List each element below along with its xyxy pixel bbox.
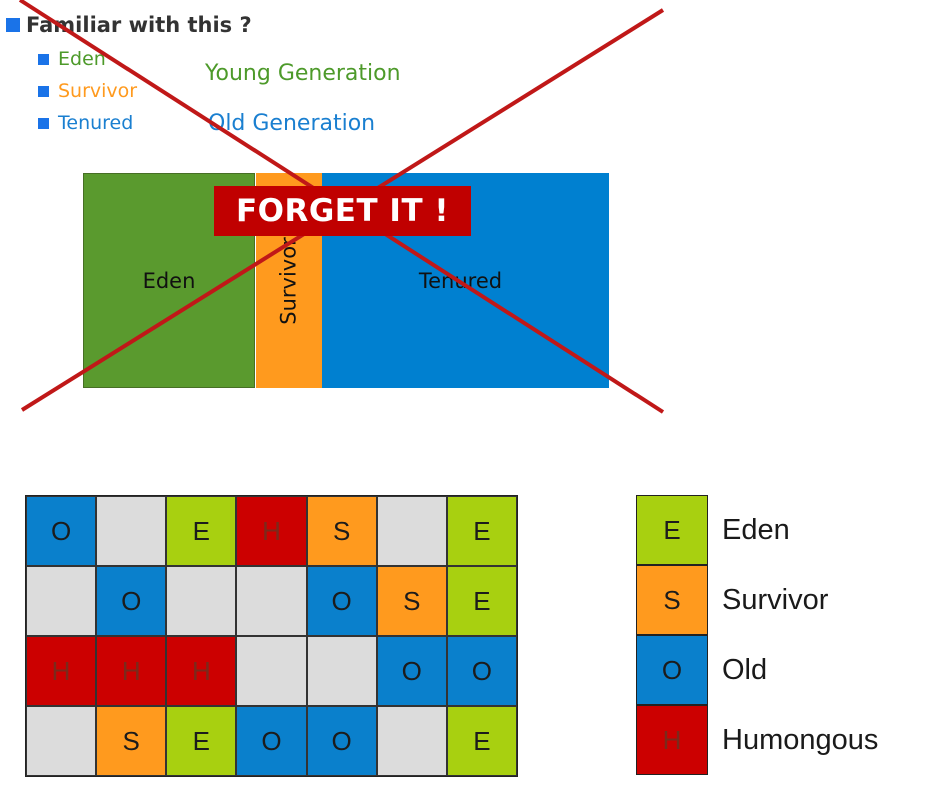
grid-cell: O [236, 706, 307, 776]
grid-cell [376, 706, 447, 776]
grid-cell: O [96, 566, 167, 636]
grid-cell: O [306, 706, 377, 776]
grid-cell [166, 566, 237, 636]
bullet-square-icon [38, 53, 49, 65]
bullet-tenured-label: Tenured [58, 112, 134, 134]
grid-cell: H [166, 636, 237, 706]
bullet-tenured: Tenured [38, 112, 133, 134]
legend-item: O Old [636, 635, 926, 705]
grid-cell: E [166, 496, 237, 566]
bullet-square-icon [38, 85, 49, 97]
bullet-eden: Eden [38, 48, 106, 70]
grid-cell: O [446, 636, 517, 706]
legend-swatch: E [636, 495, 708, 565]
legend-label: Old [722, 653, 768, 686]
grid-cell: O [376, 636, 447, 706]
legend-item: S Survivor [636, 565, 926, 635]
eden-block-label: Eden [142, 268, 196, 293]
grid-cell [376, 496, 447, 566]
survivor-block-label: Survivor [277, 236, 302, 325]
grid-cell: E [446, 496, 517, 566]
legend-item: H Humongous [636, 705, 926, 775]
grid-cell [26, 566, 97, 636]
slide-title: Familiar with this ? [26, 13, 252, 37]
grid-cell: S [376, 566, 447, 636]
grid-cell: O [26, 496, 97, 566]
grid-cell [236, 566, 307, 636]
young-generation-label: Young Generation [205, 61, 401, 86]
legend-label: Survivor [722, 583, 829, 616]
bullet-eden-label: Eden [58, 48, 106, 70]
grid-cell [96, 496, 167, 566]
grid-cell: H [236, 496, 307, 566]
bullet-survivor-label: Survivor [58, 80, 138, 102]
grid-cell: E [446, 566, 517, 636]
legend-swatch: H [636, 705, 708, 775]
legend-swatch: O [636, 635, 708, 705]
legend-item: E Eden [636, 495, 926, 565]
grid-cell [26, 706, 97, 776]
grid-cell: H [96, 636, 167, 706]
grid-cell: O [306, 566, 377, 636]
old-generation-label: Old Generation [208, 111, 376, 136]
bullet-square-icon [38, 117, 49, 129]
bullet-square-icon [6, 18, 20, 32]
legend-swatch: S [636, 565, 708, 635]
tenured-block-label: Tenured [418, 268, 503, 293]
slide-title-row: Familiar with this ? [6, 10, 252, 40]
grid-cell: S [96, 706, 167, 776]
grid-cell [236, 636, 307, 706]
grid-cell: H [26, 636, 97, 706]
forget-it-banner: FORGET IT ! [214, 186, 471, 236]
grid-cell: S [306, 496, 377, 566]
bullet-survivor: Survivor [38, 80, 137, 102]
grid-cell [306, 636, 377, 706]
grid-cell: E [166, 706, 237, 776]
grid-cell: E [446, 706, 517, 776]
legend-label: Eden [722, 513, 790, 546]
legend-label: Humongous [722, 723, 879, 756]
